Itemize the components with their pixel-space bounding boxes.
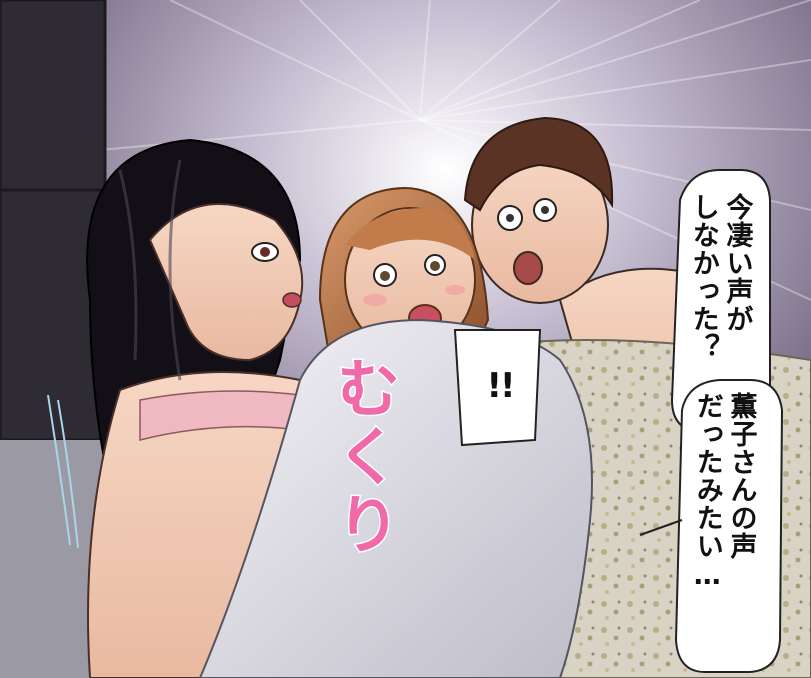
surprise-note-paper: [453, 329, 542, 447]
brown-haired-girl-figure: [318, 186, 490, 361]
black-haired-woman-figure: [86, 138, 332, 678]
surprise-note-text: !!: [486, 366, 515, 406]
speech-bubble-2: [674, 379, 784, 673]
speech-bubble-2-text: 薫子さんの声 だったみたい…: [691, 392, 757, 592]
sound-effect-text: むくり: [324, 354, 401, 561]
speech-bubble-1-text: 今凄い声が しなかった？: [687, 193, 753, 361]
motion-lines: [47, 394, 79, 549]
